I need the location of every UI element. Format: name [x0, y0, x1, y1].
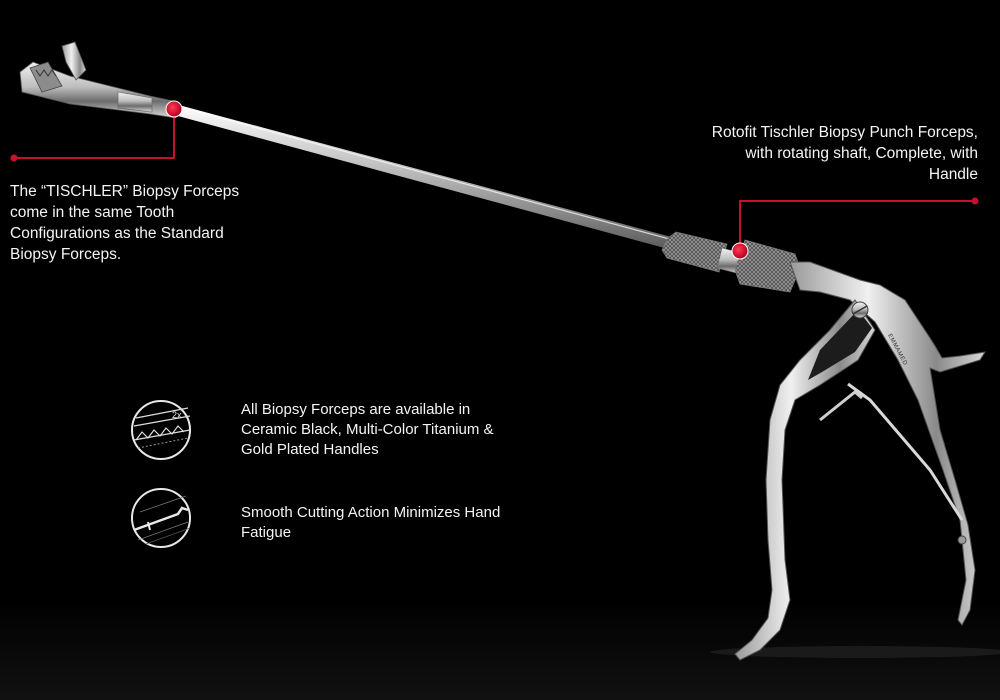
- right-callout-text: Rotofit Tischler Biopsy Punch Forceps, w…: [711, 124, 978, 183]
- spring-screw: [957, 535, 967, 545]
- right-callout-endpoint: [971, 197, 979, 205]
- cutting-tip-icon: [131, 488, 191, 548]
- instrument-shadow: [710, 646, 1000, 658]
- right-callout-leader: [739, 200, 975, 251]
- feature-finish-options-text: All Biopsy Forceps are available in Cera…: [241, 401, 494, 458]
- left-callout-dot: [165, 100, 183, 118]
- left-callout-endpoint: [10, 154, 18, 162]
- left-callout-text: The “TISCHLER” Biopsy Forceps come in th…: [10, 183, 240, 263]
- forceps-handle: EMMAMED: [734, 261, 987, 661]
- forceps-jaw-tip: [19, 41, 179, 119]
- rotation-knob: [661, 231, 801, 293]
- tooth-configuration-2x-icon: 2x: [131, 400, 191, 460]
- icon-badge-2x: 2x: [172, 410, 182, 420]
- left-callout-leader: [14, 109, 175, 159]
- feature-cutting-action-text: Smooth Cutting Action Minimizes Hand Fat…: [241, 504, 501, 541]
- right-callout-dot: [731, 242, 749, 260]
- forceps-shaft: [175, 104, 675, 250]
